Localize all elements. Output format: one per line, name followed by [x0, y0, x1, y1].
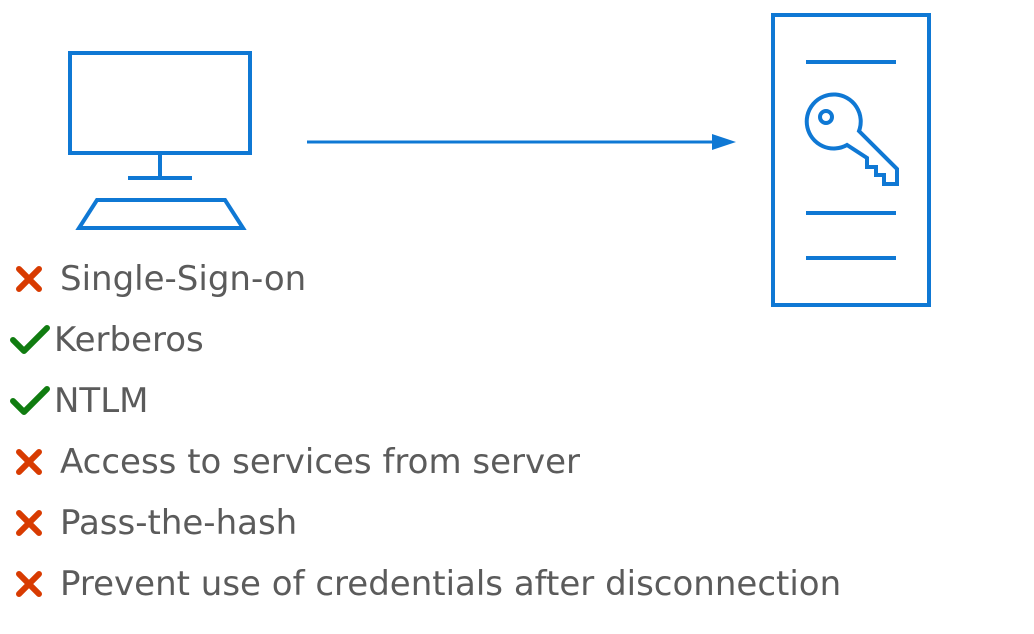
arrow-right-icon [307, 134, 736, 150]
feature-item: Prevent use of credentials after disconn… [10, 553, 841, 614]
cross-icon [10, 265, 60, 292]
feature-item: Kerberos [10, 309, 841, 370]
monitor-screen [68, 51, 252, 155]
feature-label: Access to services from server [60, 441, 581, 482]
feature-label: Kerberos [54, 319, 204, 360]
feature-item: Access to services from server [10, 431, 841, 492]
feature-item: NTLM [10, 370, 841, 431]
key-icon [804, 92, 899, 186]
cross-icon [10, 448, 60, 475]
feature-label: Pass-the-hash [60, 502, 298, 543]
cross-icon [10, 509, 60, 536]
desktop-computer-icon [68, 51, 252, 230]
feature-label: NTLM [54, 380, 149, 421]
cross-icon [10, 570, 60, 597]
server-frame [771, 13, 931, 307]
server-with-key-icon [771, 13, 931, 307]
feature-list: Single-Sign-on Kerberos NTLM Access to s… [10, 248, 841, 614]
feature-label: Prevent use of credentials after disconn… [60, 563, 842, 604]
feature-item: Single-Sign-on [10, 248, 841, 309]
keyboard [75, 198, 247, 230]
check-icon [10, 385, 60, 416]
feature-label: Single-Sign-on [60, 258, 307, 299]
feature-item: Pass-the-hash [10, 492, 841, 553]
check-icon [10, 324, 60, 355]
